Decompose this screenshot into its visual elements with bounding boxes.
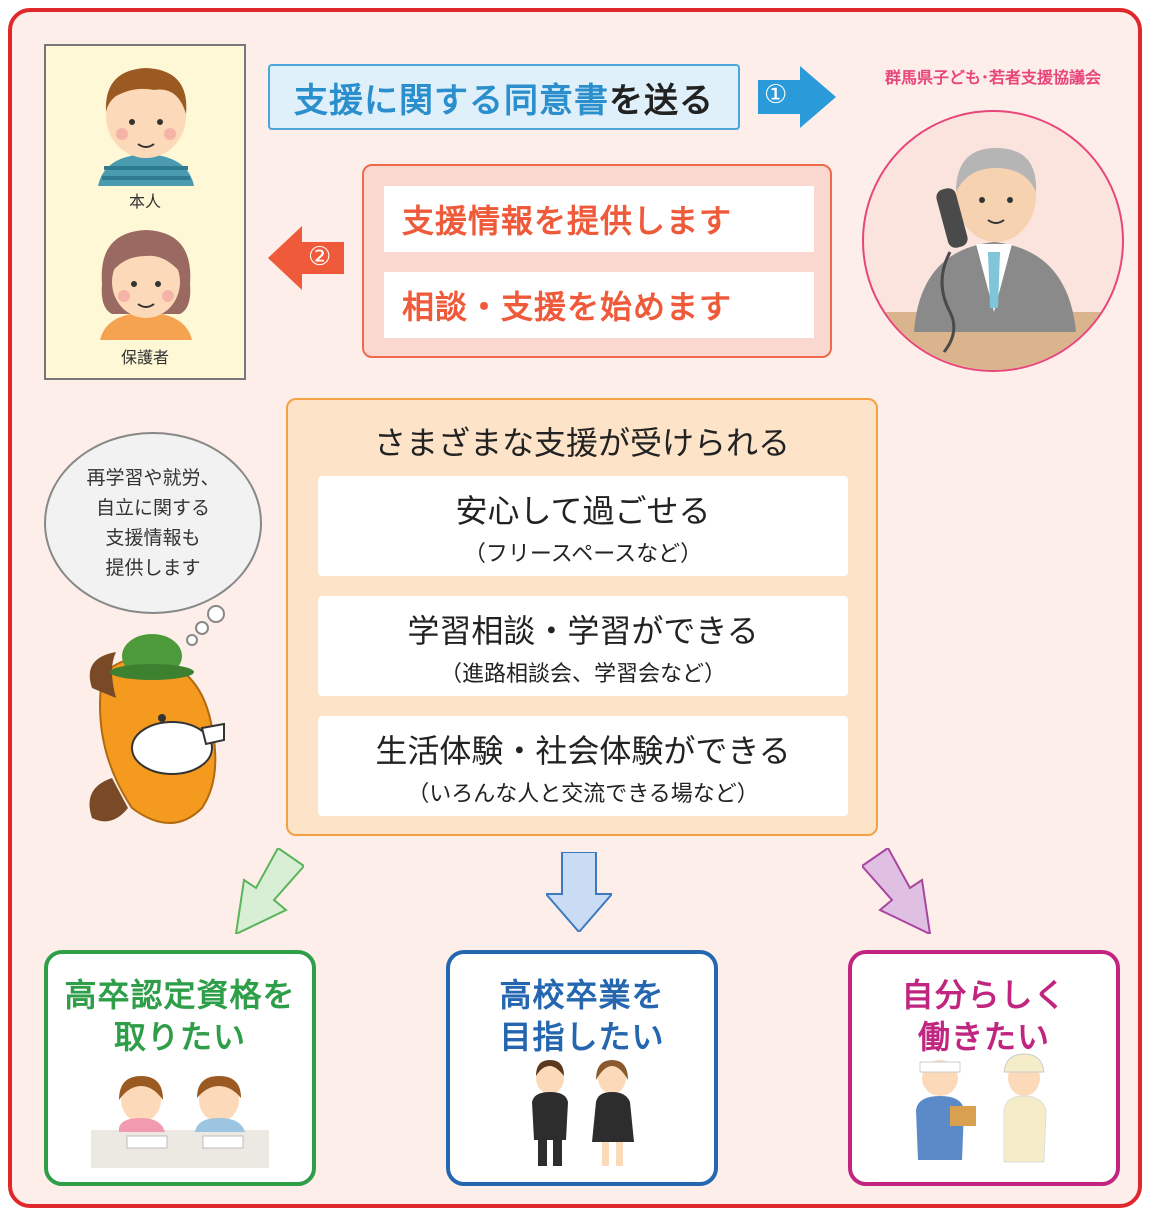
studying-students-illustration bbox=[91, 1076, 269, 1168]
consent-rest: を送る bbox=[609, 80, 714, 121]
support-box: さまざまな支援が受けられる 安心して過ごせる （フリースペースなど） 学習相談・… bbox=[286, 398, 878, 836]
bubble-line: 自立に関する bbox=[95, 497, 210, 519]
bubble-line: 提供します bbox=[105, 557, 201, 579]
goal-card-graduation: 高校卒業を 目指したい bbox=[446, 950, 718, 1186]
goal-card-certificate: 高卒認定資格を 取りたい bbox=[44, 950, 316, 1186]
arrow-down-right-icon bbox=[862, 848, 932, 934]
guardian-label: 保護者 bbox=[120, 348, 169, 367]
operator-illustration bbox=[864, 148, 1122, 370]
support-item: 安心して過ごせる （フリースペースなど） bbox=[318, 476, 848, 576]
step1-number: ① bbox=[764, 80, 788, 110]
goal-title-line: 働きたい bbox=[917, 1018, 1050, 1056]
workers-illustration bbox=[916, 1053, 1047, 1163]
mascot-horse-illustration bbox=[89, 634, 225, 824]
support-item: 学習相談・学習ができる （進路相談会、学習会など） bbox=[318, 596, 848, 696]
bubble-line: 支援情報も bbox=[105, 527, 201, 549]
support-item-sub: （いろんな人と交流できる場など） bbox=[407, 782, 759, 807]
support-title: さまざまな支援が受けられる bbox=[373, 424, 790, 462]
goal-title-line: 取りたい bbox=[113, 1018, 246, 1056]
arrow-left-icon bbox=[268, 226, 344, 290]
arrow-down-left-icon bbox=[234, 848, 304, 934]
support-item-main: 安心して過ごせる bbox=[455, 492, 711, 530]
thought-dots-icon bbox=[186, 605, 225, 646]
child-label: 本人 bbox=[128, 192, 161, 211]
info-box: 支援情報を提供します 相談・支援を始めます bbox=[362, 164, 832, 358]
arrow-right-icon bbox=[758, 66, 836, 128]
guardian-illustration bbox=[100, 230, 192, 340]
bubble-line: 再学習や就労、 bbox=[86, 467, 220, 489]
arrow-down-icon bbox=[546, 852, 612, 932]
consent-highlight: 支援に関する同意書 bbox=[294, 80, 609, 121]
goal-title-line: 高校卒業を bbox=[499, 976, 665, 1014]
speech-bubble: 再学習や就労、 自立に関する 支援情報も 提供します bbox=[44, 432, 262, 614]
child-illustration bbox=[98, 68, 194, 186]
info-item: 支援情報を提供します bbox=[384, 186, 814, 252]
support-item-main: 学習相談・学習ができる bbox=[407, 612, 759, 650]
goal-title-line: 目指したい bbox=[499, 1018, 665, 1056]
info-item: 相談・支援を始めます bbox=[384, 272, 814, 338]
support-item-main: 生活体験・社会体験ができる bbox=[375, 732, 791, 770]
support-item-sub: （進路相談会、学習会など） bbox=[439, 662, 726, 687]
goal-card-work: 自分らしく 働きたい bbox=[848, 950, 1120, 1186]
family-panel: 本人 保護者 bbox=[44, 44, 246, 380]
support-item-sub: （フリースペースなど） bbox=[463, 542, 703, 567]
step2-number: ② bbox=[308, 242, 332, 272]
goal-title-line: 高卒認定資格を bbox=[64, 976, 296, 1014]
organization-name: 群馬県子ども･若者支援協議会 bbox=[884, 68, 1101, 87]
goal-title-line: 自分らしく bbox=[901, 976, 1067, 1014]
operator-circle bbox=[862, 110, 1124, 372]
consent-box: 支援に関する同意書を送る bbox=[268, 64, 740, 130]
uniform-students-illustration bbox=[532, 1060, 634, 1166]
support-item: 生活体験・社会体験ができる （いろんな人と交流できる場など） bbox=[318, 716, 848, 816]
